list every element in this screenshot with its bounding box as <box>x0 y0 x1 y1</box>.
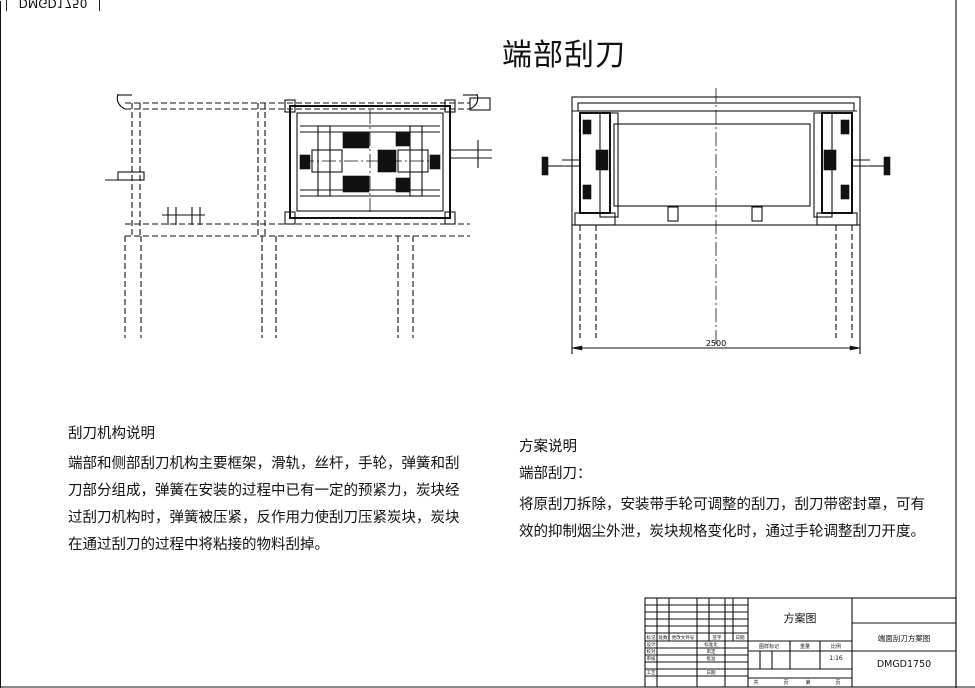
rev-header-mark: 标记 <box>647 634 656 641</box>
mechanism-line: 刀部分组成，弹簧在安装的过程中已有一定的预紧力，炭块经 <box>68 483 460 499</box>
drawing-code: DMGD1750 <box>877 659 931 670</box>
title-block <box>644 597 957 688</box>
stage-header-mark: 图样标记 <box>759 643 779 650</box>
front-view-drawing <box>541 88 891 354</box>
mechanism-description: 端部和侧部刮刀机构主要框架，滑轨，丝杆，手轮，弹簧和刮 刀部分组成，弹簧在安装的… <box>68 451 460 559</box>
scheme-label: 方案图 <box>784 611 817 625</box>
role-review: 审核 <box>647 655 656 662</box>
rev-header-date: 日期 <box>736 635 745 641</box>
sheet-num-unit: 页 <box>835 680 840 686</box>
role-ratify: 批准 <box>707 655 716 662</box>
role-design: 设计 <box>647 641 656 648</box>
plan-heading: 方案说明 <box>519 439 577 455</box>
rev-header-sign: 签字 <box>713 634 722 641</box>
role-date: 日期 <box>707 670 716 676</box>
sheet-total-label: 共 <box>753 679 758 686</box>
plan-line: 效的抑制烟尘外泄，炭块规格变化时，通过手轮调整刮刀开度。 <box>519 524 925 540</box>
plan-description: 将原刮刀拆除，安装带手轮可调整的刮刀，刮刀带密封罩，可有 效的抑制烟尘外泄，炭块… <box>519 492 925 546</box>
mechanism-line: 在通过刮刀的过程中将粘接的物料刮掉。 <box>68 537 329 553</box>
role-process: 工艺 <box>647 670 656 676</box>
role-check: 校对 <box>647 648 656 655</box>
sheet-num-label: 第 <box>805 679 810 686</box>
role-standard: 标准化 <box>704 641 718 648</box>
stage-header-weight: 重量 <box>800 643 810 650</box>
scale-value: 1:16 <box>829 655 843 662</box>
mechanism-line: 端部和侧部刮刀机构主要框架，滑轨，丝杆，手轮，弹簧和刮 <box>68 456 460 472</box>
sheet-total-unit: 页 <box>783 680 788 686</box>
plan-line: 将原刮刀拆除，安装带手轮可调整的刮刀，刮刀带密封罩，可有 <box>519 497 925 513</box>
stage-header-scale: 比例 <box>831 643 841 650</box>
role-approve: 审定 <box>707 648 716 655</box>
mechanism-heading: 刮刀机构说明 <box>68 426 155 442</box>
rev-header-doc: 更改文件号 <box>672 634 695 641</box>
drawing-title: 端部刮刀 <box>502 38 626 73</box>
plan-subheading: 端部刮刀： <box>519 466 592 482</box>
drawing-name: 端面刮刀方案图 <box>878 633 931 643</box>
dimension-label: 2500 <box>706 339 726 348</box>
rev-header-count: 处数 <box>659 634 668 641</box>
side-view-drawing <box>105 93 492 338</box>
mechanism-line: 过刮刀机构时，弹簧被压紧，反作用力使刮刀压紧炭块，炭块 <box>68 510 460 526</box>
